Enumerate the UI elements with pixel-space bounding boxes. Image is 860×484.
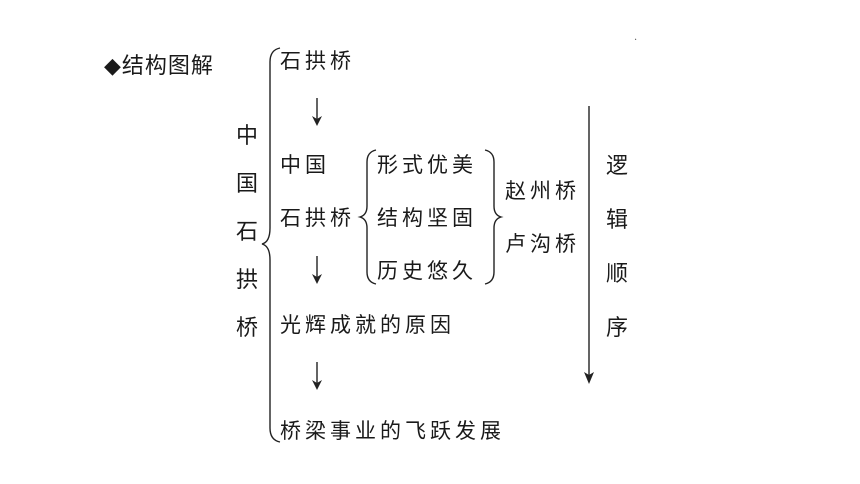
node-shi-gong-qiao-2: 石拱桥 [280,206,355,230]
root-label-char: 石 [235,220,258,245]
down-arrow-3-head [312,380,322,390]
logic-arrow-head [584,372,594,384]
root-label-char: 桥 [235,316,258,341]
root-label-char: 国 [235,172,258,197]
logic-order-label: 逻辑顺序 [604,154,630,370]
node-zhong-guo: 中国 [280,153,330,177]
logic-order-label-char: 逻 [605,154,628,179]
example-lugou-bridge: 卢沟桥 [505,232,580,256]
main-left-brace [261,47,281,443]
tick-mark: . [634,32,637,43]
node-development: 桥梁事业的飞跃发展 [280,419,505,443]
node-shi-gong-qiao: 石拱桥 [280,49,355,73]
logic-order-label-char: 辑 [605,208,628,233]
logic-order-label-char: 序 [605,316,628,341]
feature-solid-structure: 结构坚固 [377,206,477,230]
down-arrow-1-head [312,116,322,126]
down-arrow-2-head [312,274,322,284]
root-label-char: 拱 [235,268,258,293]
feature-long-history: 历史悠久 [377,259,477,283]
node-reasons: 光辉成就的原因 [280,313,455,337]
features-left-brace [357,149,377,285]
example-zhaozhou-bridge: 赵州桥 [505,179,580,203]
feature-beautiful-form: 形式优美 [377,153,477,177]
root-label: 中国石拱桥 [234,124,260,364]
features-right-brace [484,149,504,285]
logic-order-label-char: 顺 [605,262,628,287]
root-label-char: 中 [235,124,258,149]
section-heading: ◆结构图解 [104,54,214,79]
